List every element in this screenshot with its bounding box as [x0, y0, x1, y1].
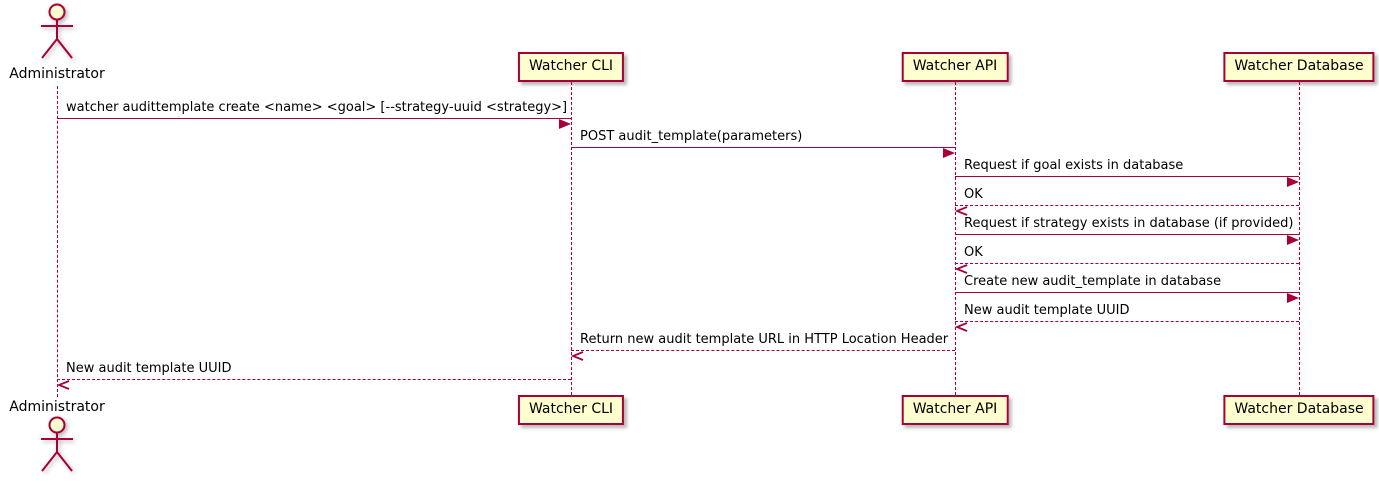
message-label: Request if goal exists in database — [964, 158, 1184, 173]
message-line — [955, 205, 1299, 206]
message-label: New audit template UUID — [66, 361, 232, 376]
actor-icon — [35, 3, 79, 67]
message-arrowhead-icon — [954, 317, 969, 332]
message-arrowhead-icon — [942, 143, 956, 158]
participant-box-watcher-api: Watcher API — [901, 395, 1009, 425]
lifeline-watcher-cli — [571, 82, 572, 395]
participant-label-administrator: Administrator — [9, 66, 105, 82]
message-arrowhead-icon — [558, 114, 572, 129]
participant-box-watcher-cli: Watcher CLI — [517, 395, 625, 425]
message-arrowhead-icon — [1286, 288, 1300, 303]
message-line — [955, 292, 1299, 293]
message-label: OK — [964, 187, 983, 202]
message-line — [955, 176, 1299, 177]
message-line — [571, 350, 955, 351]
participant-box-watcher-database: Watcher Database — [1223, 52, 1375, 82]
message-line — [955, 263, 1299, 264]
message-label: watcher audittemplate create <name> <goa… — [66, 100, 568, 115]
message-label: Return new audit template URL in HTTP Lo… — [580, 332, 949, 347]
message-line — [57, 118, 571, 119]
message-arrowhead-icon — [954, 259, 969, 274]
message-arrowhead-icon — [1286, 172, 1300, 187]
message-arrowhead-icon — [570, 346, 585, 361]
actor-icon — [35, 416, 79, 480]
message-label: Request if strategy exists in database (… — [964, 216, 1294, 231]
message-label: OK — [964, 245, 983, 260]
message-label: Create new audit_template in database — [964, 274, 1222, 289]
message-arrowhead-icon — [56, 375, 71, 390]
message-arrowhead-icon — [954, 201, 969, 216]
message-line — [955, 234, 1299, 235]
lifeline-administrator — [57, 86, 58, 397]
lifeline-watcher-database — [1299, 82, 1300, 395]
message-label: POST audit_template(parameters) — [580, 129, 803, 144]
participant-box-watcher-cli: Watcher CLI — [517, 52, 625, 82]
message-line — [57, 379, 571, 380]
participant-box-watcher-database: Watcher Database — [1223, 395, 1375, 425]
message-arrowhead-icon — [1286, 230, 1300, 245]
participant-box-watcher-api: Watcher API — [901, 52, 1009, 82]
participant-label-administrator: Administrator — [9, 399, 105, 415]
lifeline-watcher-api — [955, 82, 956, 395]
message-line — [955, 321, 1299, 322]
message-label: New audit template UUID — [964, 303, 1130, 318]
message-line — [571, 147, 955, 148]
